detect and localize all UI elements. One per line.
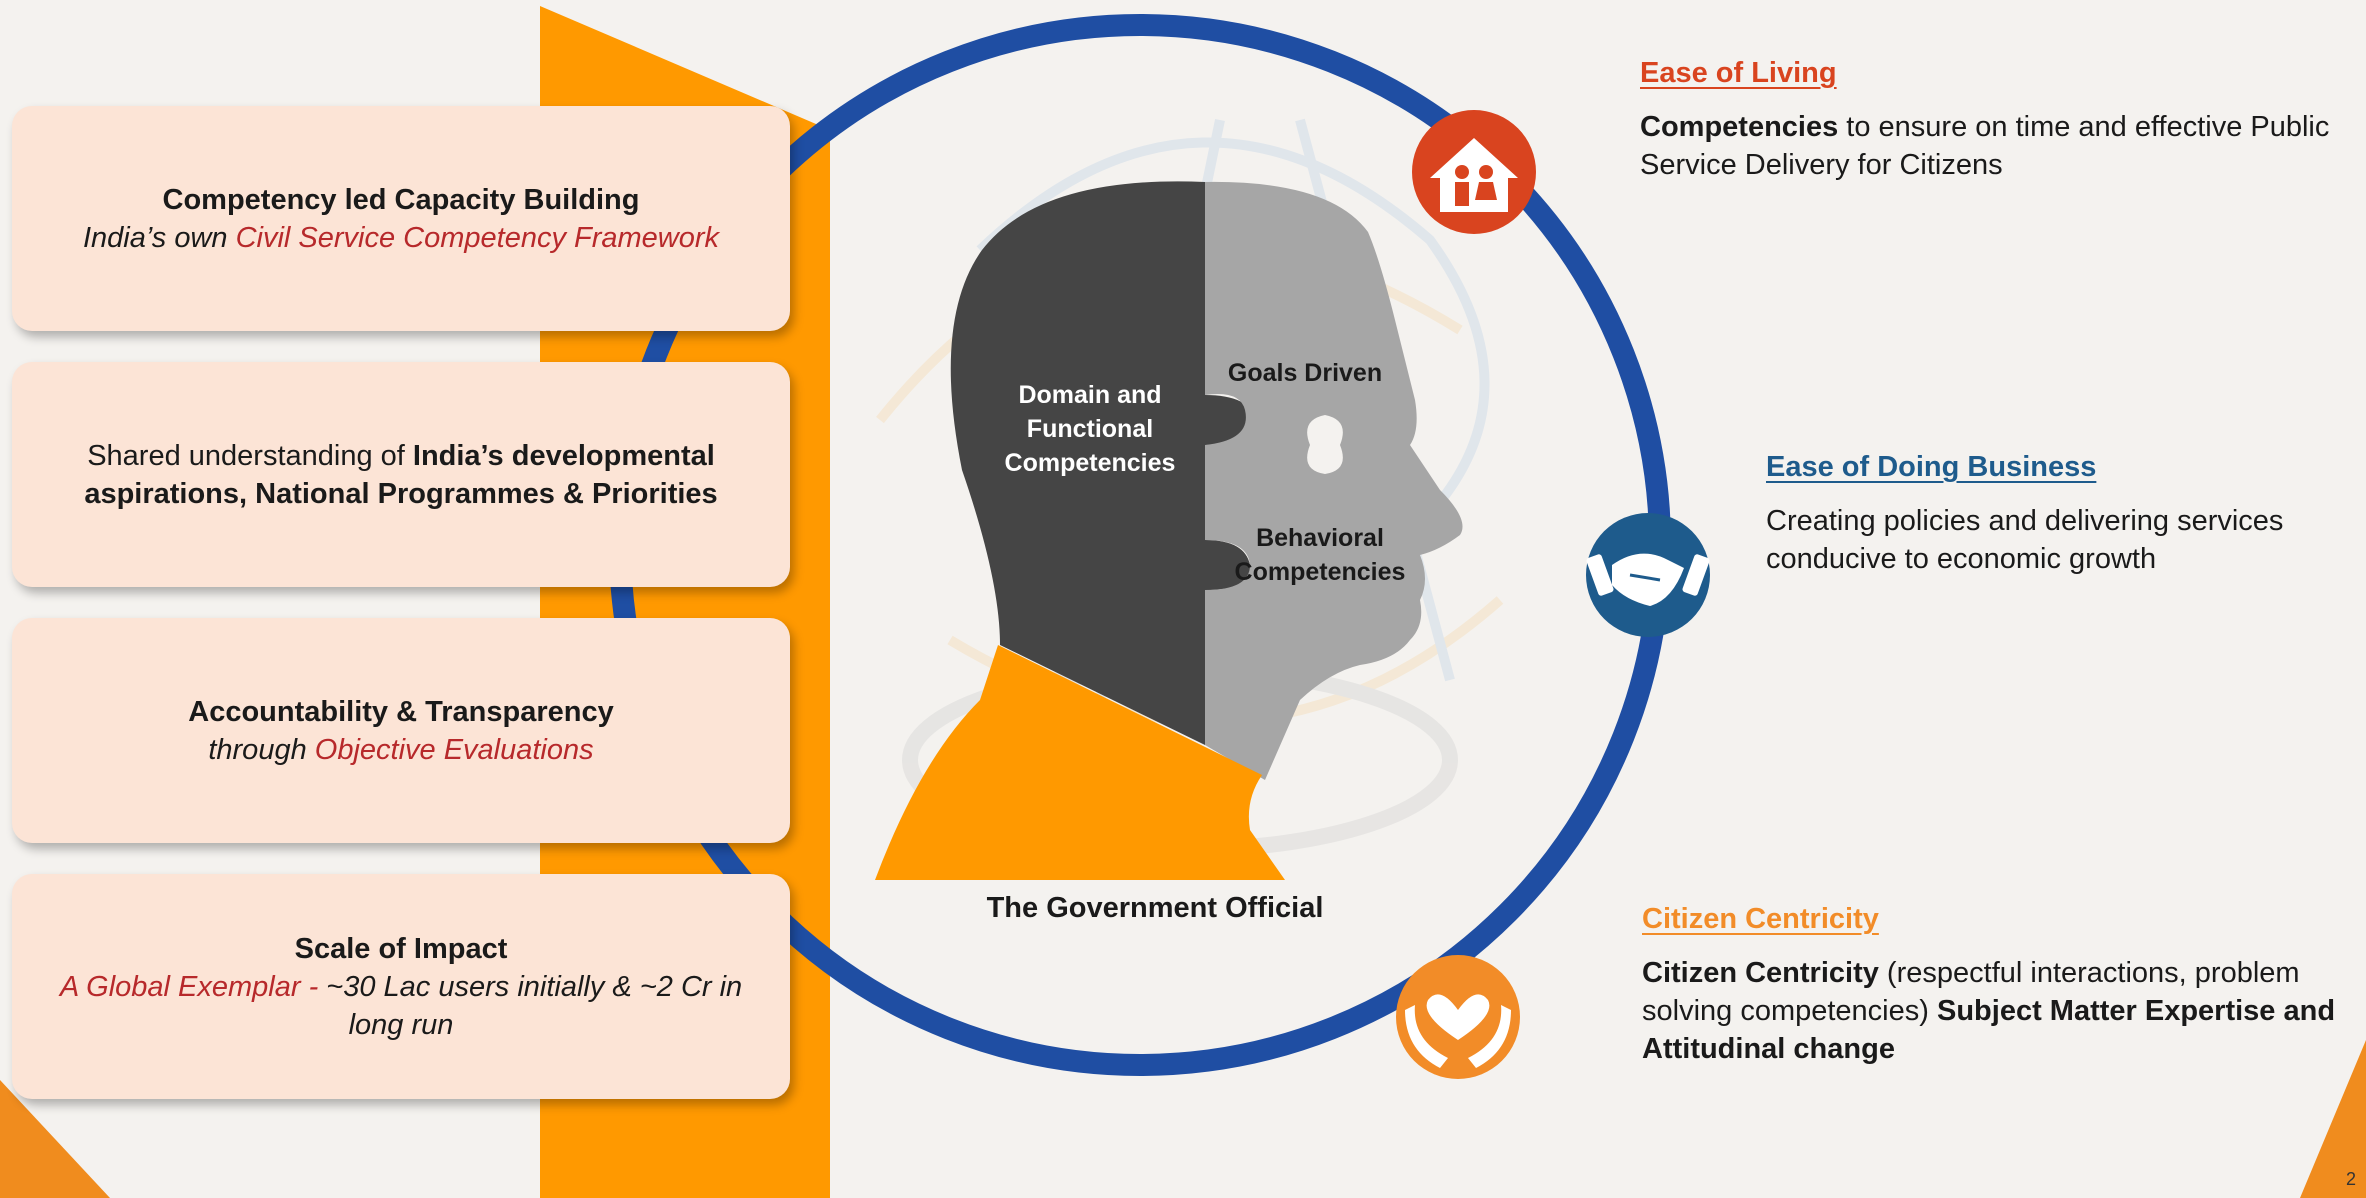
card-line-2: aspirations, National Programmes & Prior…	[84, 477, 718, 510]
card-subtitle: A Global Exemplar - ~30 Lac users initia…	[52, 968, 750, 1044]
card-subtitle-plain: ~30 Lac users initially & ~2 Cr in long …	[326, 970, 743, 1041]
citizen-centricity-bold-1: Citizen Centricity	[1642, 957, 1879, 989]
handshake-icon	[1586, 513, 1710, 637]
ease-of-business-block: Ease of Doing Business Creating policies…	[1766, 448, 2326, 578]
heart-hands-icon	[1396, 955, 1520, 1079]
citizen-centricity-block: Citizen Centricity Citizen Centricity (r…	[1642, 900, 2342, 1068]
card-subtitle: through Objective Evaluations	[208, 731, 593, 769]
card-subtitle-accent: A Global Exemplar -	[59, 970, 327, 1003]
ease-of-living-block: Ease of Living Competencies to ensure on…	[1640, 54, 2340, 184]
head-dark-half	[950, 181, 1256, 745]
corner-accent-right	[2300, 1040, 2366, 1198]
house-family-icon	[1412, 110, 1536, 234]
behavioral-label: Behavioral Competencies	[1234, 524, 1406, 586]
ease-of-living-heading: Ease of Living	[1640, 57, 1837, 89]
card-title: Scale of Impact	[294, 932, 508, 965]
head-silhouette	[875, 181, 1463, 880]
citizen-centricity-heading: Citizen Centricity	[1642, 903, 1879, 935]
card-subtitle-accent: Objective Evaluations	[314, 733, 594, 766]
shirt-shape	[875, 645, 1285, 880]
card-line-1: Shared understanding of India’s developm…	[87, 437, 715, 475]
card-line-plain: Shared understanding of	[87, 439, 413, 472]
government-official-caption: The Government Official	[986, 892, 1324, 924]
card-title: Accountability & Transparency	[188, 695, 614, 728]
card-title: Competency led Capacity Building	[162, 183, 640, 216]
ease-of-living-body: to ensure on time and effective Public S…	[1640, 111, 2330, 181]
citizen-centricity-bold-2: Subject Matter Expertise and Attitudinal…	[1642, 995, 2336, 1065]
ease-of-business-body: Creating policies and delivering service…	[1766, 505, 2284, 575]
ease-of-living-bold: Competencies	[1640, 111, 1839, 143]
goals-driven-label: Goals Driven	[1227, 359, 1383, 387]
card-subtitle-accent: Civil Service Competency Framework	[235, 221, 720, 254]
card-subtitle: India’s own Civil Service Competency Fra…	[83, 219, 719, 257]
page-number: 2	[2345, 1169, 2356, 1189]
card-line-bold: India’s developmental	[412, 439, 715, 472]
ease-of-business-heading: Ease of Doing Business	[1766, 451, 2097, 483]
card-subtitle-plain: through	[208, 733, 315, 766]
card-capacity-building: Competency led Capacity Building India’s…	[12, 106, 790, 331]
card-shared-understanding: Shared understanding of India’s developm…	[12, 362, 790, 587]
citizen-centricity-body: (respectful interactions, problem solvin…	[1642, 957, 2300, 1027]
corner-accent-left	[0, 1080, 110, 1198]
head-light-lower	[1205, 445, 1463, 780]
card-accountability: Accountability & Transparency through Ob…	[12, 618, 790, 843]
domain-functional-label: Domain and Functional Competencies	[1004, 381, 1176, 477]
card-scale-of-impact: Scale of Impact A Global Exemplar - ~30 …	[12, 874, 790, 1099]
head-light-half	[1205, 181, 1417, 446]
card-subtitle-plain: India’s own	[82, 221, 236, 254]
